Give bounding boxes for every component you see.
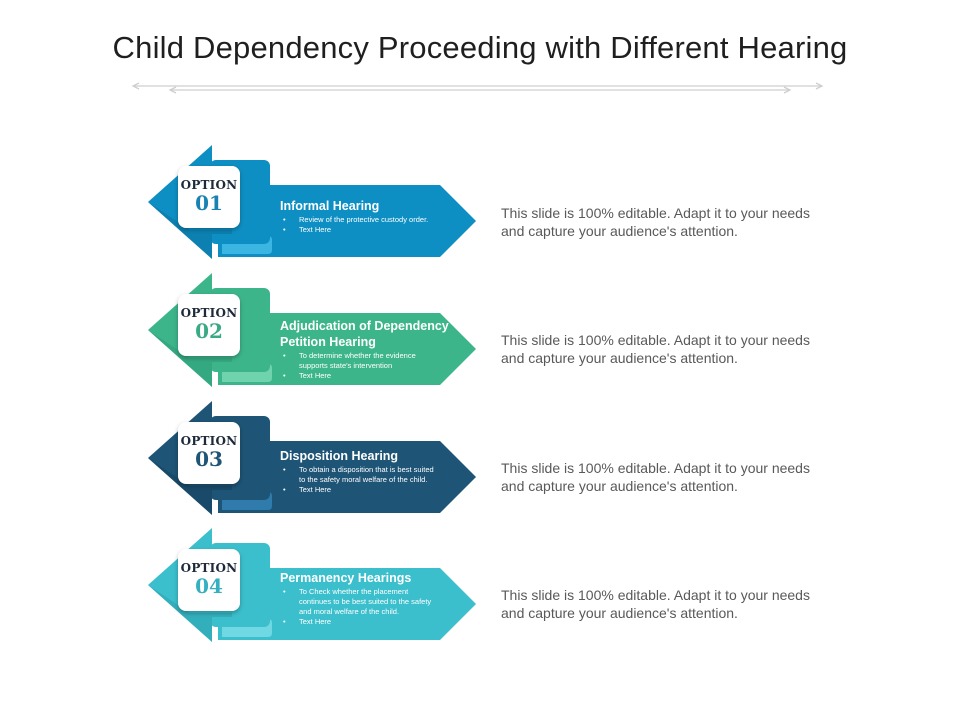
- bullet-item: Review of the protective custody order.: [280, 215, 440, 225]
- option-heading: Disposition Hearing: [280, 449, 399, 463]
- option-label: OPTION: [180, 434, 238, 448]
- bullet-item: To Check whether the placement continues…: [280, 587, 440, 617]
- bullet-item: Text Here: [280, 485, 440, 495]
- left-arrow-shade: [148, 458, 232, 515]
- option-label: OPTION: [180, 561, 238, 575]
- option-number: 03: [195, 447, 223, 471]
- bullet-item: Text Here: [280, 617, 440, 627]
- option-heading: Permanency Hearings: [280, 571, 412, 585]
- option-number: 01: [195, 191, 223, 215]
- option-label: OPTION: [180, 178, 238, 192]
- option-number: 04: [195, 574, 223, 598]
- option-description: This slide is 100% editable. Adapt it to…: [501, 587, 810, 621]
- title-divider: [131, 82, 824, 94]
- option-bullet-list: To obtain a disposition that is best sui…: [280, 465, 440, 495]
- option-label: OPTION: [180, 306, 238, 320]
- left-arrow-shade: [148, 585, 232, 642]
- option-heading: Adjudication of Dependency Petition Hear…: [280, 319, 449, 349]
- bullet-item: Text Here: [280, 371, 440, 381]
- option-description: This slide is 100% editable. Adapt it to…: [501, 332, 810, 366]
- left-arrow-shade: [148, 330, 232, 387]
- bullet-item: Text Here: [280, 225, 440, 235]
- option-description: This slide is 100% editable. Adapt it to…: [501, 205, 810, 239]
- option-description: This slide is 100% editable. Adapt it to…: [501, 460, 810, 494]
- bullet-item: To obtain a disposition that is best sui…: [280, 465, 440, 485]
- left-arrow-shade: [148, 202, 232, 259]
- slide-title: Child Dependency Proceeding with Differe…: [112, 30, 848, 65]
- option-bullet-list: Review of the protective custody order.T…: [280, 215, 440, 235]
- option-heading: Informal Hearing: [280, 199, 380, 213]
- option-bullet-list: To determine whether the evidence suppor…: [280, 351, 440, 381]
- option-bullet-list: To Check whether the placement continues…: [280, 587, 440, 627]
- option-number: 02: [195, 319, 223, 343]
- bullet-item: To determine whether the evidence suppor…: [280, 351, 440, 371]
